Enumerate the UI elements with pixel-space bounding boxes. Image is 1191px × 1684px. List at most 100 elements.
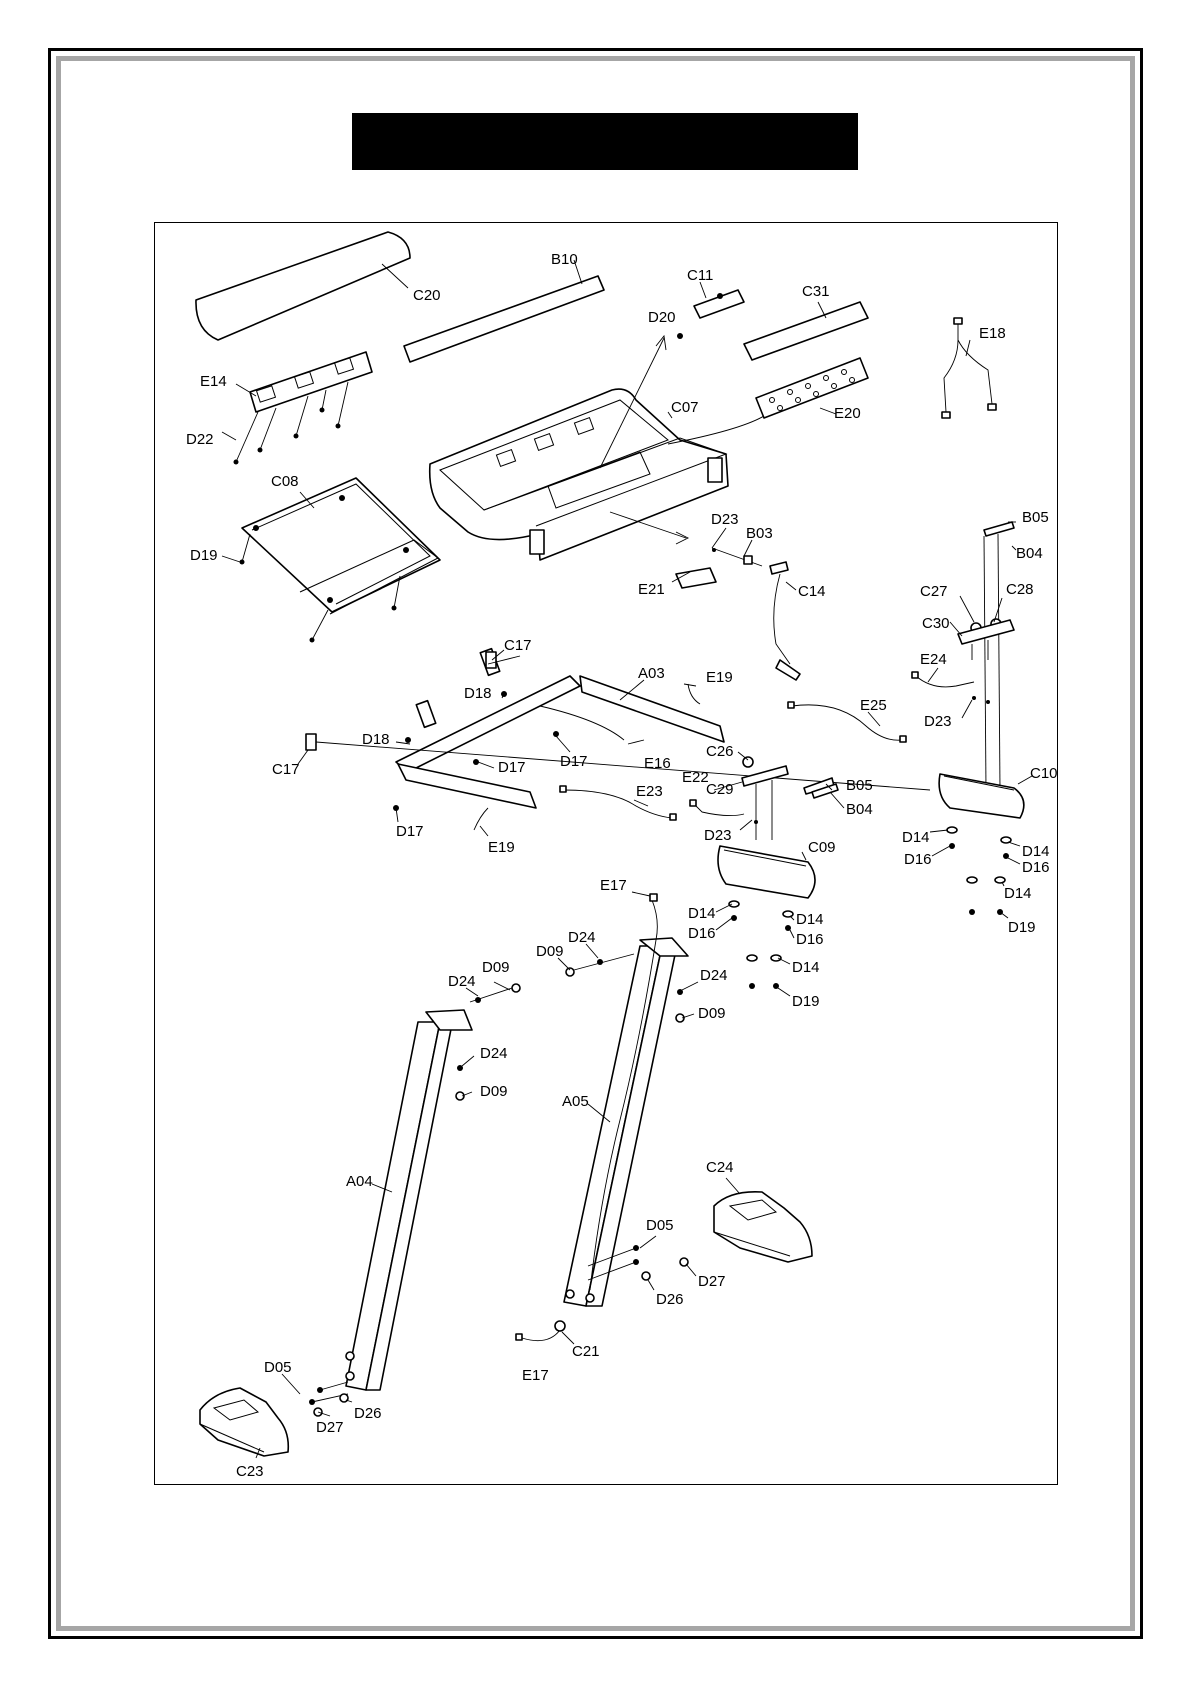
label-c14: C14 (798, 583, 826, 600)
label-e24: E24 (920, 651, 947, 668)
e14-screws (233, 381, 349, 465)
label-b03: B03 (746, 525, 773, 542)
label-d16b: D16 (1022, 859, 1050, 876)
label-d14a: D14 (902, 829, 930, 846)
label-d26b: D26 (354, 1405, 382, 1422)
label-d22: D22 (186, 431, 214, 448)
part-c17a (485, 651, 497, 669)
label-d17a: D17 (498, 759, 526, 776)
label-b05b: B05 (846, 777, 873, 794)
label-d19a: D19 (190, 547, 218, 564)
label-d20: D20 (648, 309, 676, 326)
label-d17c: D17 (396, 823, 424, 840)
part-c30 (957, 619, 1015, 645)
page-title (352, 113, 858, 170)
part-e24 (915, 675, 975, 688)
label-e19a: E19 (706, 669, 733, 686)
label-d24d: D24 (480, 1045, 508, 1062)
label-d09d: D09 (480, 1083, 508, 1100)
label-c17b: C17 (272, 761, 300, 778)
part-e19a (687, 683, 701, 705)
part-b10 (403, 275, 605, 363)
label-d16d: D16 (796, 931, 824, 948)
label-d26a: D26 (656, 1291, 684, 1308)
label-d14f: D14 (792, 959, 820, 976)
label-c30: C30 (922, 615, 950, 632)
inner-frame (56, 56, 1135, 1631)
label-c31: C31 (802, 283, 830, 300)
label-c26: C26 (706, 743, 734, 760)
label-a03: A03 (638, 665, 665, 682)
part-e16 (539, 705, 625, 741)
label-d14b: D14 (1022, 843, 1050, 860)
label-e21: E21 (638, 581, 665, 598)
label-b04b: B04 (846, 801, 873, 818)
label-d14c: D14 (1004, 885, 1032, 902)
label-c23: C23 (236, 1463, 264, 1480)
label-e18: E18 (979, 325, 1006, 342)
lead-e20-to-c07 (667, 415, 765, 445)
label-d24c: D24 (700, 967, 728, 984)
hardware-left (728, 900, 794, 989)
label-c27: C27 (920, 583, 948, 600)
label-e20: E20 (834, 405, 861, 422)
label-c08: C08 (271, 473, 299, 490)
e20-keys (769, 369, 855, 411)
label-d27b: D27 (316, 1419, 344, 1436)
label-c28: C28 (1006, 581, 1034, 598)
label-d05b: D05 (264, 1359, 292, 1376)
label-e23: E23 (636, 783, 663, 800)
leader-lines (221, 259, 1033, 1459)
part-e19b (473, 807, 489, 831)
part-e25 (791, 704, 903, 741)
part-c08 (241, 477, 441, 613)
label-b10: B10 (551, 251, 578, 268)
label-e14: E14 (200, 373, 227, 390)
label-e17b: E17 (522, 1367, 549, 1384)
label-d17b: D17 (560, 753, 588, 770)
label-c20: C20 (413, 287, 441, 304)
part-e20 (755, 357, 869, 419)
part-c17b (305, 733, 317, 751)
label-d27a: D27 (698, 1273, 726, 1290)
label-d09a: D09 (536, 943, 564, 960)
label-e25: E25 (860, 697, 887, 714)
part-a04 (345, 1021, 441, 1391)
part-b05a (983, 521, 1015, 537)
label-d24b: D24 (448, 973, 476, 990)
label-d23c: D23 (704, 827, 732, 844)
label-d09b: D09 (482, 959, 510, 976)
label-d19c: D19 (792, 993, 820, 1010)
label-d14d: D14 (688, 905, 716, 922)
label-e19b: E19 (488, 839, 515, 856)
label-c17a: C17 (504, 637, 532, 654)
label-e22: E22 (682, 769, 709, 786)
label-c09: C09 (808, 839, 836, 856)
label-d18a: D18 (464, 685, 492, 702)
hardware-right (946, 826, 1012, 915)
label-d09c: D09 (698, 1005, 726, 1022)
part-e21 (675, 567, 717, 589)
label-d23b: D23 (924, 713, 952, 730)
part-e23 (563, 789, 673, 819)
label-a04: A04 (346, 1173, 373, 1190)
label-c21: C21 (572, 1343, 600, 1360)
label-d24a: D24 (568, 929, 596, 946)
label-c11: C11 (687, 267, 713, 284)
part-e22 (693, 803, 745, 817)
label-d23a: D23 (711, 511, 739, 528)
label-d14e: D14 (796, 911, 824, 928)
part-c20 (195, 231, 411, 341)
label-b05a: B05 (1022, 509, 1049, 526)
outer-frame (48, 48, 1143, 1639)
part-c09 (717, 845, 816, 899)
label-e16: E16 (644, 755, 671, 772)
label-d05a: D05 (646, 1217, 674, 1234)
part-c11 (693, 289, 745, 319)
label-d18b: D18 (362, 731, 390, 748)
label-c10: C10 (1030, 765, 1058, 782)
label-d16a: D16 (904, 851, 932, 868)
part-e18 (943, 324, 993, 413)
part-c14 (769, 561, 789, 575)
